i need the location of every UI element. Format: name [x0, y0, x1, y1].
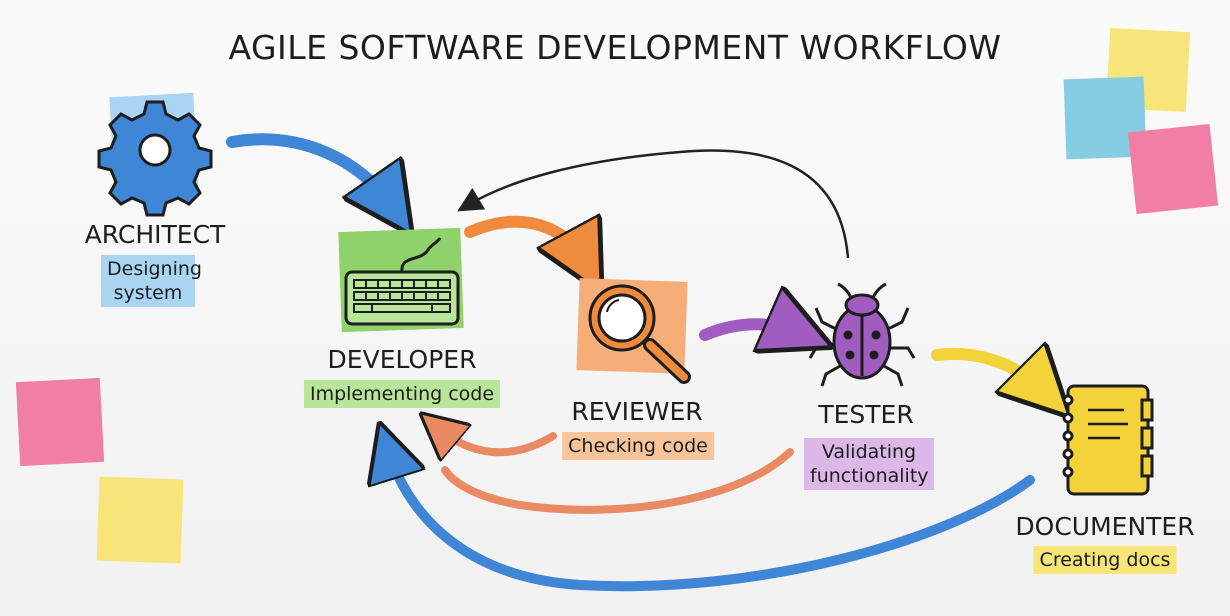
gear-icon [97, 100, 213, 217]
arrow-documenter-to-developer [388, 450, 1035, 592]
sticky-notes [15, 27, 1219, 564]
tester-label: TESTER [818, 400, 914, 429]
diagram-title: AGILE SOFTWARE DEVELOPMENT WORKFLOW [228, 28, 1002, 67]
architect-label: ARCHITECT [84, 220, 226, 249]
documenter-label: DOCUMENTER [1015, 512, 1195, 541]
arrow-reviewer-to-developer [438, 428, 557, 452]
arrow-architect-to-developer [226, 133, 392, 206]
sticky-note-pink-left [15, 377, 105, 467]
bug-icon [808, 282, 916, 387]
reviewer-label: REVIEWER [571, 397, 703, 426]
documenter-task: Creating docs [1033, 546, 1177, 574]
magnifier-icon [588, 284, 691, 384]
sticky-note-yellow-left [96, 476, 184, 564]
sticky-note-blue [1063, 76, 1147, 160]
arrow-reviewer-to-tester [699, 324, 800, 335]
arrow-tester-to-developer-feedback [457, 149, 850, 259]
notebook-icon [1062, 384, 1154, 496]
arrow-developer-to-reviewer [464, 222, 585, 262]
tester-task: Validating functionality [804, 438, 934, 490]
arrow-tester-to-developer [441, 448, 794, 514]
arrow-tester-to-documenter [931, 354, 1045, 392]
developer-task: Implementing code [303, 380, 501, 408]
keyboard-icon [344, 237, 460, 326]
sticky-note-pink [1127, 123, 1219, 215]
developer-label: DEVELOPER [327, 345, 477, 374]
architect-task: Designing system [101, 255, 202, 307]
reviewer-task: Checking code [562, 432, 714, 460]
